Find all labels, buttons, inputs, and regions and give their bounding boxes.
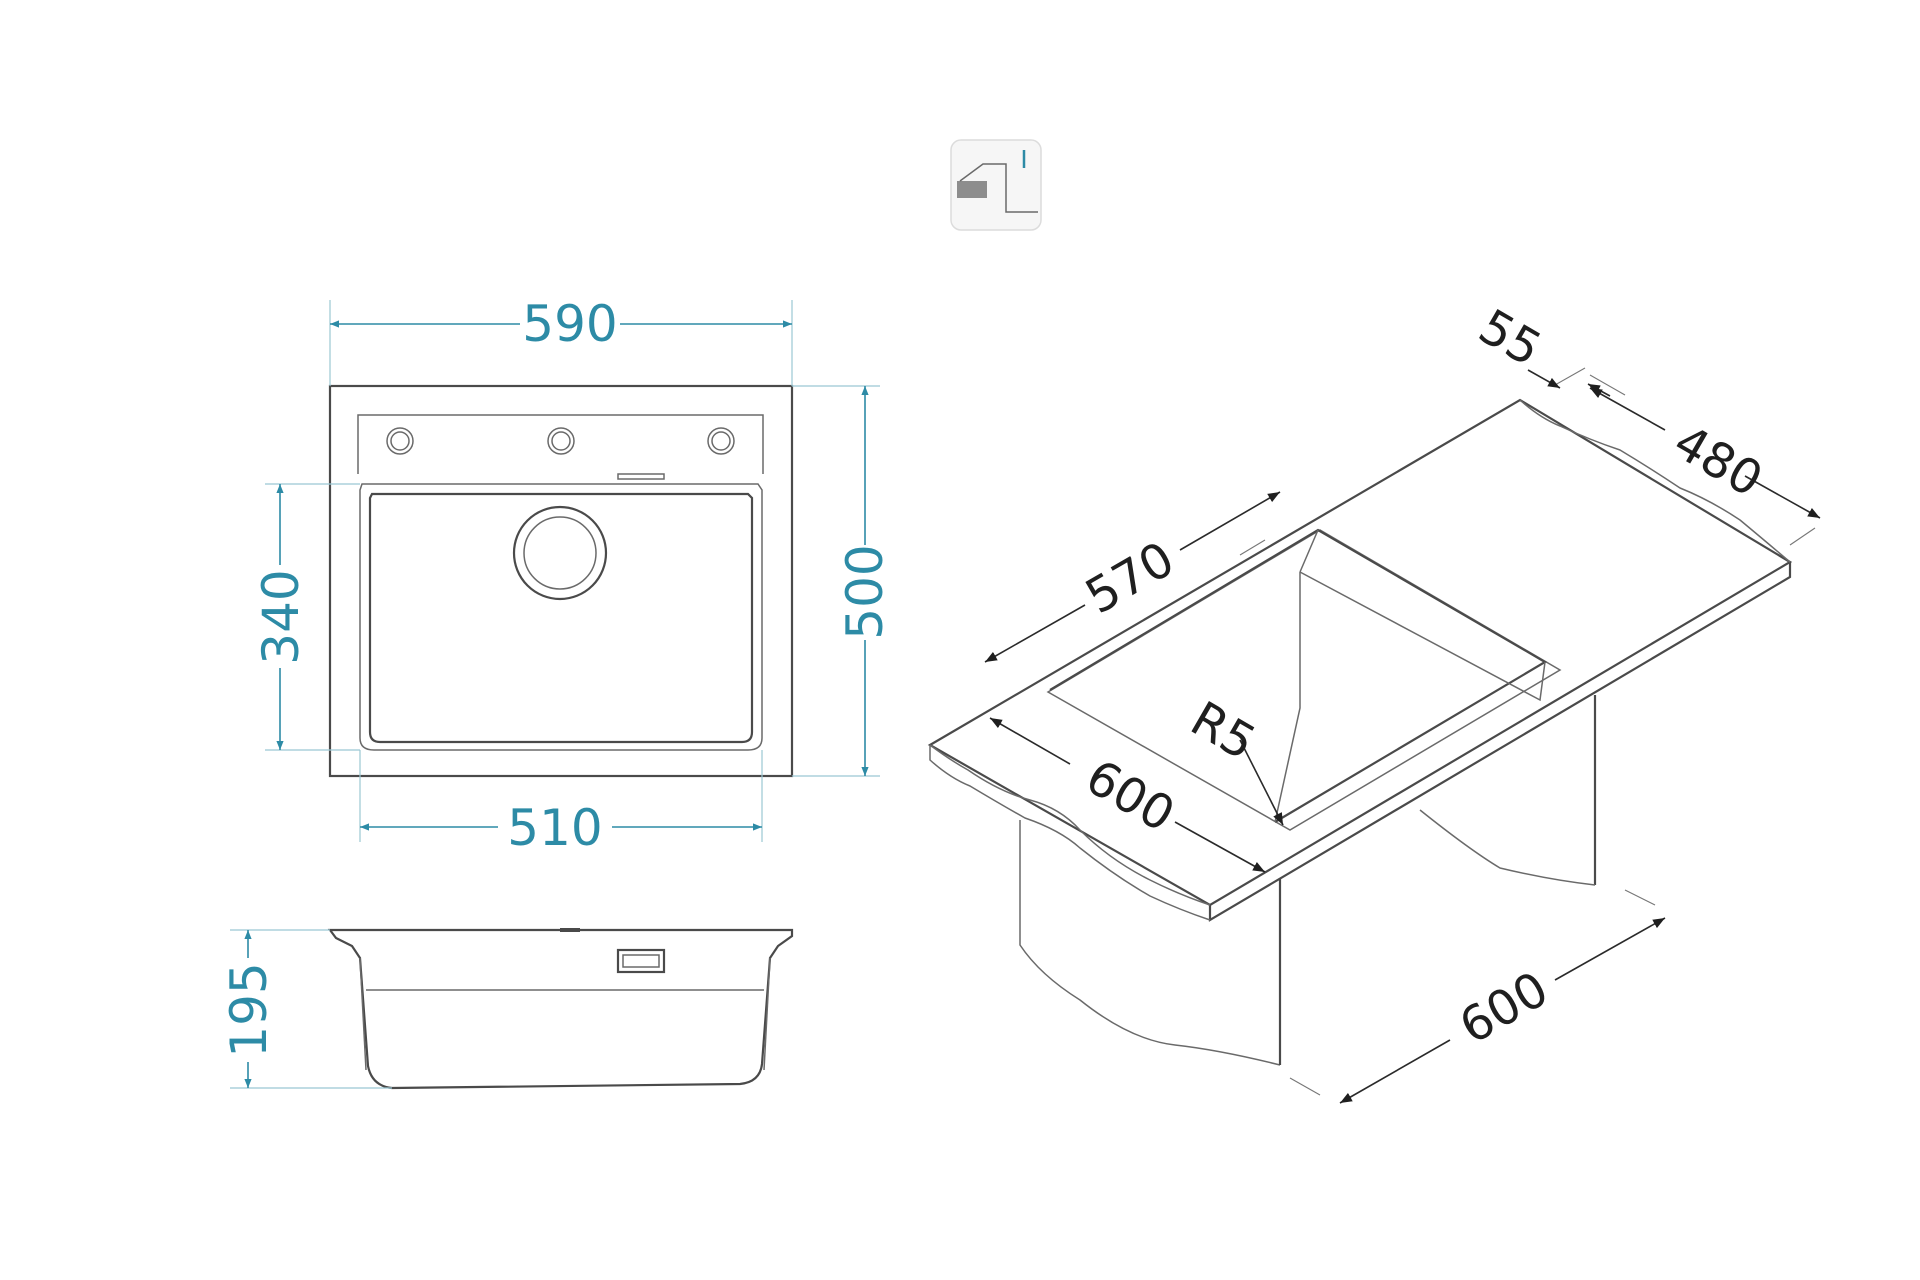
drain-inner — [523, 516, 597, 590]
dim-worktop-depth: 600 — [1076, 749, 1183, 843]
overflow-slot — [617, 473, 665, 480]
cabinet-left-panel — [1019, 820, 1281, 1066]
dim-depth-overall: 500 — [836, 544, 894, 639]
sink-outer-rim — [328, 384, 794, 778]
drain-outer — [512, 505, 608, 601]
tap-hole-center — [547, 427, 575, 455]
tap-hole-left — [386, 427, 414, 455]
dim-rear-edge: 55 — [1470, 299, 1551, 378]
dim-width-overall: 590 — [522, 295, 617, 353]
installation-view: 55 480 570 R5 600 600 — [927, 299, 1821, 1104]
sink-side-profile — [327, 928, 794, 1090]
dim-height: 195 — [220, 962, 278, 1057]
dim-corner-radius: R5 — [1181, 691, 1264, 771]
dim-bowl-width: 510 — [507, 799, 602, 857]
dim-bowl-depth: 340 — [252, 569, 310, 664]
dim-cabinet-width: 600 — [1450, 961, 1557, 1055]
tap-hole-right — [707, 427, 735, 455]
dim-sink-length: 570 — [1076, 531, 1183, 625]
overflow-box — [616, 948, 666, 974]
top-view: 590 500 340 510 — [252, 295, 894, 857]
side-view: 195 — [220, 928, 794, 1090]
installation-type-icon — [950, 139, 1042, 231]
dim-drainer-depth: 480 — [1664, 414, 1771, 508]
sink-bowl — [368, 492, 754, 744]
